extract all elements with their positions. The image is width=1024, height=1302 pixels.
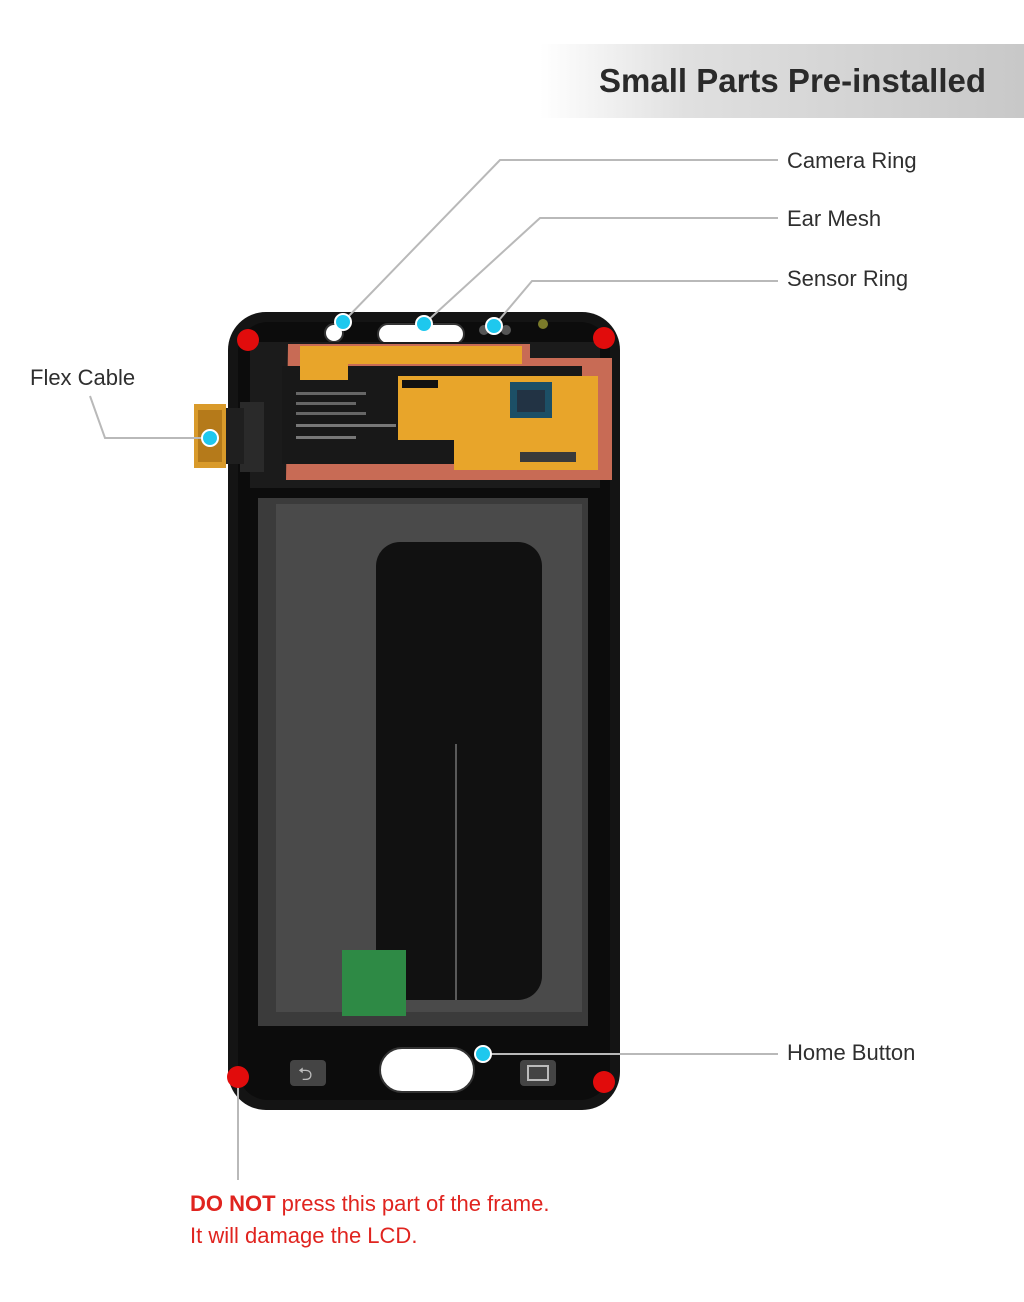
camera-ring-leader <box>343 160 778 322</box>
flex-cable-marker <box>202 430 218 446</box>
corner-marker-bottom-left <box>227 1066 249 1088</box>
corner-marker-top-left <box>237 329 259 351</box>
sensor-ring-label: Sensor Ring <box>787 266 908 292</box>
warning-note: DO NOT press this part of the frame. It … <box>190 1188 549 1252</box>
flex-cable-leader <box>90 396 210 438</box>
warning-strong: DO NOT <box>190 1191 276 1216</box>
warning-line-1: DO NOT press this part of the frame. <box>190 1188 549 1220</box>
camera-ring-label: Camera Ring <box>787 148 917 174</box>
home-button-label: Home Button <box>787 1040 915 1066</box>
sensor-ring-marker <box>486 318 502 334</box>
home-button-marker <box>475 1046 491 1062</box>
corner-marker-bottom-right <box>593 1071 615 1093</box>
corner-marker-top-right <box>593 327 615 349</box>
ear-mesh-marker <box>416 316 432 332</box>
warning-line-1-text: press this part of the frame. <box>276 1191 550 1216</box>
flex-cable-label: Flex Cable <box>30 365 135 391</box>
camera-ring-marker <box>335 314 351 330</box>
ear-mesh-leader <box>424 218 778 324</box>
ear-mesh-label: Ear Mesh <box>787 206 881 232</box>
sensor-ring-leader <box>494 281 778 326</box>
warning-line-2: It will damage the LCD. <box>190 1220 549 1252</box>
